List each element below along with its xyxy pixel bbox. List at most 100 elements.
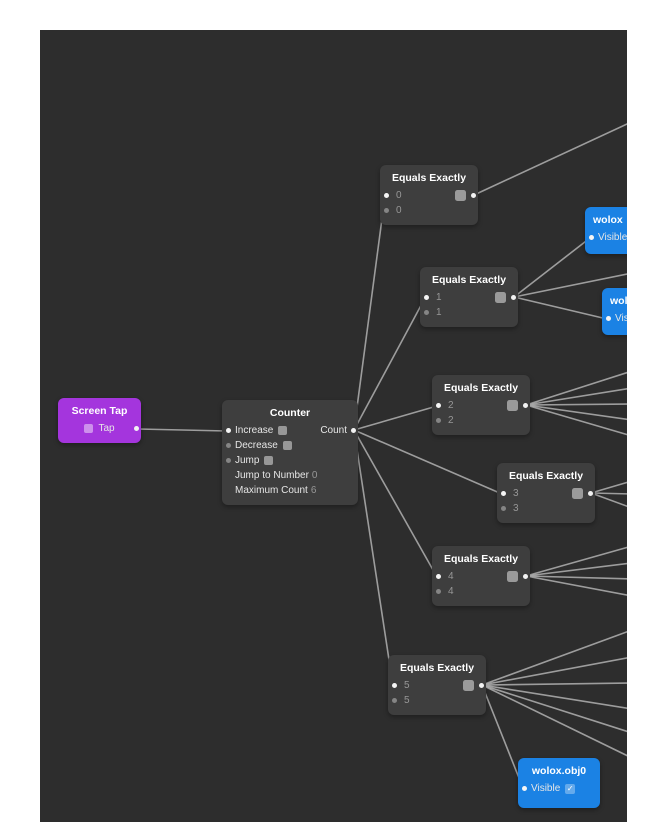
decrease-checkbox[interactable] — [282, 441, 292, 450]
input-port[interactable] — [424, 310, 429, 315]
input-port[interactable] — [436, 589, 441, 594]
visible-input-port[interactable] — [606, 316, 611, 321]
input-port[interactable] — [384, 193, 389, 198]
wire — [525, 575, 627, 596]
tap-output-port[interactable] — [134, 426, 139, 431]
visible-row: Visible — [602, 311, 627, 326]
increase-label: Increase — [235, 425, 274, 436]
wire — [353, 297, 426, 431]
wire — [481, 684, 627, 710]
wolox-object-node-1[interactable]: wolox Visible — [585, 207, 627, 254]
tap-row: Tap — [58, 421, 141, 436]
decrease-input-port[interactable] — [226, 443, 231, 448]
counter-row-increase: Increase — [222, 423, 358, 438]
wolox-obj0-node[interactable]: wolox.obj0 Visible ✓ — [518, 758, 600, 808]
input-port[interactable] — [392, 698, 397, 703]
input-row: 3 — [497, 501, 595, 516]
input-value: 0 — [396, 190, 402, 201]
wire — [481, 684, 524, 789]
output-value-box — [495, 292, 506, 303]
node-title: Equals Exactly — [508, 470, 584, 482]
wire — [590, 492, 627, 508]
wire — [481, 684, 627, 757]
tap-checkbox[interactable] — [84, 424, 94, 433]
equals-exactly-node-2[interactable]: Equals Exactly 2 2 — [432, 375, 530, 435]
visible-label: Visible — [615, 313, 627, 324]
input-value: 4 — [448, 586, 454, 597]
equals-exactly-node-5[interactable]: Equals Exactly 5 5 — [388, 655, 486, 715]
visible-input-port[interactable] — [589, 235, 594, 240]
input-row: 5 — [388, 678, 486, 693]
screen-tap-node[interactable]: Screen Tap Tap — [58, 398, 141, 443]
wire — [481, 657, 627, 686]
input-value: 4 — [448, 571, 454, 582]
input-row: 1 — [420, 305, 518, 320]
increase-input-port[interactable] — [226, 428, 231, 433]
wire — [513, 273, 627, 298]
wire — [525, 371, 627, 406]
jump-label: Jump — [235, 455, 260, 466]
input-value: 1 — [436, 292, 442, 303]
input-row: 0 — [380, 188, 478, 203]
count-output-port[interactable] — [351, 428, 356, 433]
input-port[interactable] — [501, 506, 506, 511]
input-port[interactable] — [436, 403, 441, 408]
wire — [353, 429, 394, 687]
node-title: wolox — [610, 295, 627, 307]
wire — [525, 575, 627, 580]
jump-to-number-value[interactable]: 0 — [311, 470, 318, 481]
input-row: 4 — [432, 569, 530, 584]
wire — [137, 428, 228, 432]
input-port[interactable] — [392, 683, 397, 688]
wire — [481, 630, 627, 686]
node-title: Equals Exactly — [443, 553, 519, 565]
wire — [525, 546, 627, 577]
wires-layer — [137, 123, 627, 789]
node-title: Equals Exactly — [431, 274, 507, 286]
wolox-object-node-2[interactable]: wolox Visible — [602, 288, 627, 335]
wire — [353, 429, 503, 495]
input-port[interactable] — [436, 418, 441, 423]
equals-exactly-node-4[interactable]: Equals Exactly 4 4 — [432, 546, 530, 606]
equals-exactly-node-0[interactable]: Equals Exactly 0 0 — [380, 165, 478, 225]
visible-label: Visible — [598, 232, 627, 243]
input-port[interactable] — [436, 574, 441, 579]
visible-label: Visible — [531, 783, 561, 794]
node-canvas[interactable]: Screen Tap Tap Counter Increase Decrease… — [40, 30, 627, 822]
input-port[interactable] — [384, 208, 389, 213]
equals-exactly-node-1[interactable]: Equals Exactly 1 1 — [420, 267, 518, 327]
input-value: 0 — [396, 205, 402, 216]
output-value-box — [455, 190, 466, 201]
input-value: 5 — [404, 695, 410, 706]
wire — [513, 296, 608, 320]
jump-checkbox[interactable] — [264, 456, 274, 465]
maximum-count-value[interactable]: 6 — [310, 485, 317, 496]
output-port[interactable] — [471, 193, 476, 198]
counter-node[interactable]: Counter Increase Decrease Jump Jump to N… — [222, 400, 358, 505]
increase-checkbox[interactable] — [278, 426, 288, 435]
maximum-count-label: Maximum Count — [235, 485, 308, 496]
input-value: 1 — [436, 307, 442, 318]
output-port[interactable] — [588, 491, 593, 496]
output-port[interactable] — [479, 683, 484, 688]
jump-input-port[interactable] — [226, 458, 231, 463]
equals-exactly-node-3[interactable]: Equals Exactly 3 3 — [497, 463, 595, 523]
node-title: wolox — [593, 214, 623, 226]
output-port[interactable] — [511, 295, 516, 300]
visible-row: Visible ✓ — [518, 781, 600, 796]
wire — [525, 403, 627, 406]
visible-input-port[interactable] — [522, 786, 527, 791]
counter-row-jump-to-number: Jump to Number 0 — [222, 468, 358, 483]
visible-checkbox[interactable]: ✓ — [565, 783, 576, 794]
node-title: Equals Exactly — [399, 662, 475, 674]
output-value-box — [507, 400, 518, 411]
node-title: Equals Exactly — [391, 172, 467, 184]
decrease-label: Decrease — [235, 440, 278, 451]
output-value-box — [507, 571, 518, 582]
wire — [525, 562, 627, 577]
output-port[interactable] — [523, 403, 528, 408]
output-port[interactable] — [523, 574, 528, 579]
counter-row-jump: Jump — [222, 453, 358, 468]
input-port[interactable] — [424, 295, 429, 300]
input-port[interactable] — [501, 491, 506, 496]
